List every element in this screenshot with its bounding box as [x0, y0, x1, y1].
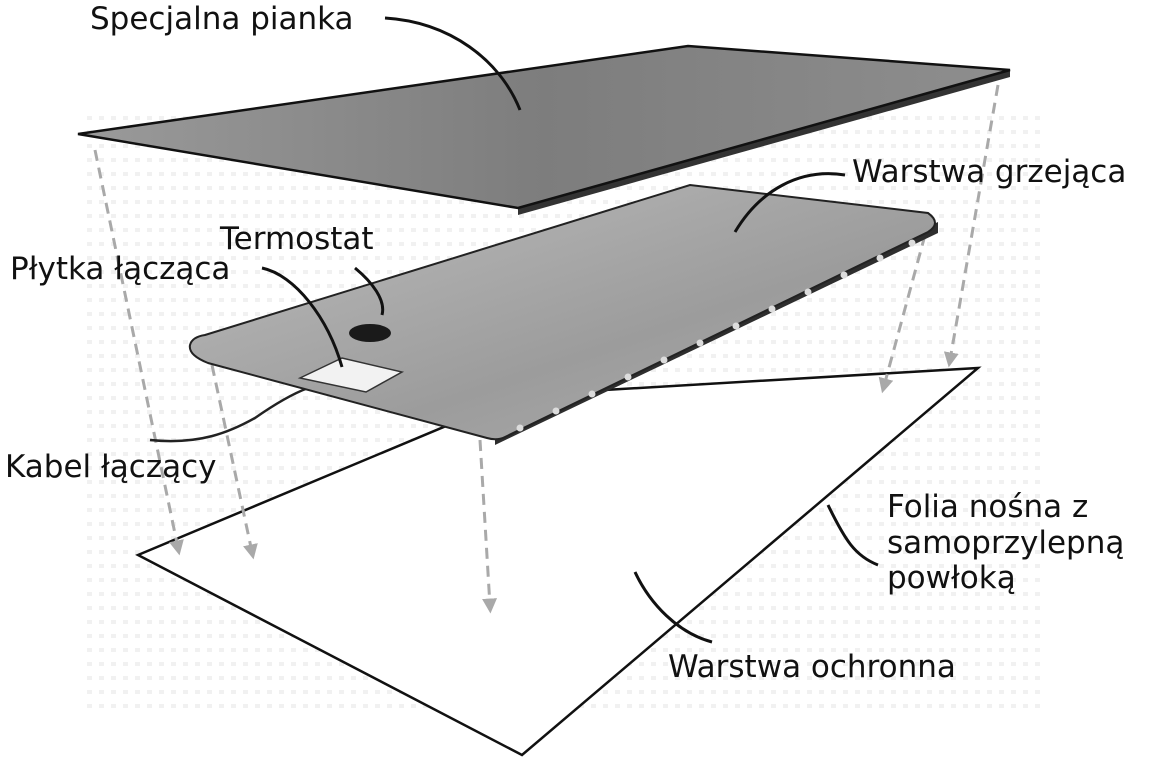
label-connecting-cable: Kabel łączący	[5, 449, 217, 485]
connection-plate	[297, 357, 405, 393]
leader-line-foam	[384, 16, 522, 111]
label-carrier-film-line-1: Folia nośna z	[887, 489, 1089, 525]
heating-edge-dots	[516, 239, 916, 432]
foam-surface	[77, 44, 1011, 210]
guide-arrow	[93, 149, 184, 556]
label-carrier-film: Folia nośna z samoprzylepną powłoką	[887, 489, 1157, 597]
leader-line-heating	[733, 172, 846, 233]
leader-line-plate	[261, 266, 344, 368]
bottom-layer-protective-film	[135, 366, 982, 757]
label-carrier-film-line-2: samoprzylepną	[887, 524, 1125, 561]
top-layer-foam	[77, 44, 1011, 215]
guide-arrow	[210, 364, 258, 560]
leader-line-thermostat	[354, 266, 385, 316]
guide-arrow	[478, 439, 498, 614]
leader-lines	[261, 16, 879, 644]
leader-line-film	[826, 504, 879, 567]
leader-line-protective	[633, 571, 713, 644]
guide-arrow	[878, 234, 927, 394]
label-thermostat: Termostat	[220, 221, 374, 257]
label-carrier-film-line-3: powłoką	[887, 560, 1016, 597]
guide-arrows	[93, 84, 1000, 614]
label-special-foam: Specjalna pianka	[90, 1, 354, 37]
label-connection-plate: Płytka łącząca	[10, 251, 231, 287]
label-heating-layer: Warstwa grzejąca	[852, 154, 1127, 190]
guide-arrow	[943, 84, 1000, 368]
label-protective-layer: Warstwa ochronna	[668, 649, 956, 685]
connecting-cable	[149, 386, 309, 443]
thermostat-sensor	[349, 324, 391, 342]
